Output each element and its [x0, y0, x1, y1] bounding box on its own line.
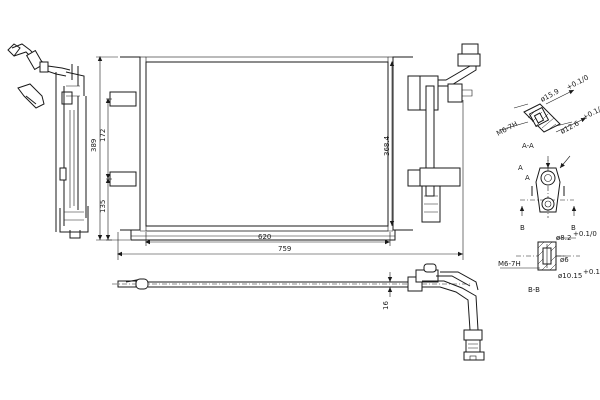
- aa-label: A-A: [522, 142, 534, 150]
- left-side-view: [7, 43, 89, 239]
- aa-diameter-upper-tol: +0.1/0: [565, 74, 590, 92]
- main-front-view: 759 620 389 172 135 368.4: [90, 43, 481, 260]
- bb-label: B-B: [528, 286, 540, 294]
- bottom-view: 16: [112, 263, 485, 361]
- dim-overall-height: 389: [90, 139, 98, 152]
- dim-core-height: 368.4: [383, 135, 391, 156]
- bb-diameter-lower-tol: +0.1/0: [583, 268, 600, 276]
- dim-overall-width: 759: [278, 245, 291, 253]
- aa-thread: M6-7H: [495, 120, 519, 138]
- section-b-b: ø8.2 +0.1/0 ø6 ø10.15 +0.1/0 M6-7H B-B: [498, 230, 600, 294]
- section-a-a: ø15.9 +0.1/0 ø12.6 +0.1/0 M6-7H A-A: [495, 74, 600, 150]
- view-a-marker-b-right: B: [571, 224, 576, 232]
- dim-core-width: 620: [258, 233, 271, 241]
- aa-diameter-lower-tol: +0.1/0: [581, 104, 600, 122]
- dim-lower-spacing: 135: [99, 200, 107, 213]
- view-a: A A B B: [518, 155, 577, 232]
- bb-diameter-upper: ø8.2: [556, 234, 571, 242]
- view-a-marker-top: A: [518, 164, 523, 172]
- view-a-marker-b-left: B: [520, 224, 525, 232]
- bb-thread: M6-7H: [498, 260, 521, 268]
- dim-thickness: 16: [382, 301, 390, 310]
- bb-diameter-upper-tol: +0.1/0: [573, 230, 597, 238]
- aa-diameter-lower: ø12.6: [559, 119, 581, 136]
- dim-upper-spacing: 172: [99, 129, 107, 142]
- bb-diameter-lower: ø10.15: [558, 272, 582, 280]
- bb-diameter-mid: ø6: [560, 256, 569, 264]
- aa-diameter-upper: ø15.9: [539, 87, 560, 103]
- view-a-marker-side: A: [525, 174, 530, 182]
